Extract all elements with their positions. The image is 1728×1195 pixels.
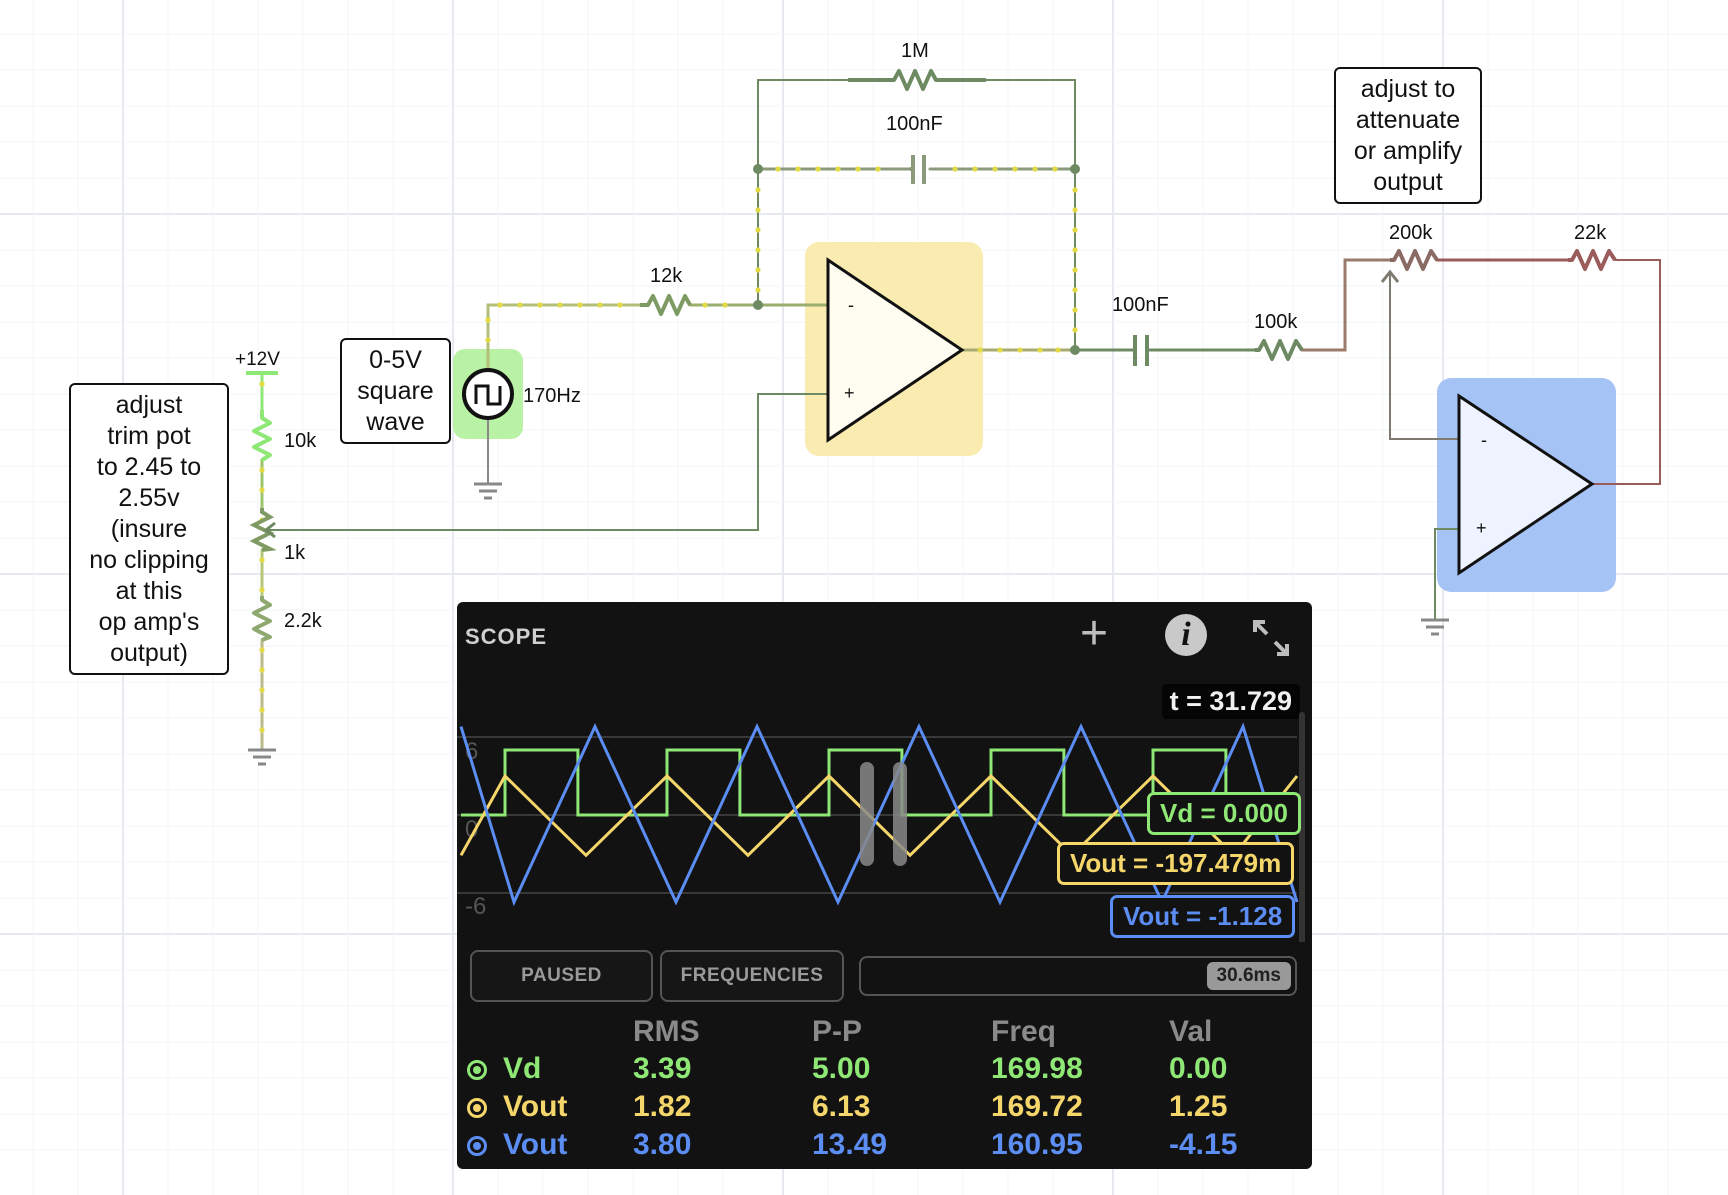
capacitor-coupling: [1133, 335, 1149, 366]
axis-mid-label: 0: [465, 816, 478, 843]
cursor-handle-right[interactable]: [893, 762, 907, 866]
opamp2-plus-label: +: [1476, 518, 1487, 538]
vout-blue-value-label: Vout = -1.128: [1110, 895, 1296, 938]
paused-button[interactable]: PAUSED: [470, 950, 653, 1002]
resistor-100k: [1255, 339, 1304, 361]
row-vout-yellow-name: Vout: [503, 1090, 568, 1123]
scope-panel[interactable]: SCOPE + i t = 31.729 6 0 -6 Vd = 0.000 V…: [457, 602, 1312, 1169]
c-feedback-label: 100nF: [886, 113, 943, 135]
resistor-200k-pot: [1390, 249, 1439, 271]
vout-yellow-value-label: Vout = -197.479m: [1057, 842, 1295, 885]
header-val: Val: [1169, 1015, 1213, 1048]
r-top-label: 10k: [284, 430, 317, 452]
header-rms: RMS: [633, 1015, 700, 1048]
potentiometer-1k[interactable]: [249, 508, 280, 552]
scope-title: SCOPE: [465, 624, 548, 649]
row-vout-blue-pp: 13.49: [812, 1128, 888, 1161]
resistors[interactable]: [252, 69, 1617, 642]
opamp-2[interactable]: [1457, 393, 1595, 576]
opamp2-minus-label: -: [1481, 430, 1487, 450]
opamp1-minus-label: -: [848, 295, 854, 315]
trace-vd: [461, 748, 1228, 817]
row-vd-val: 0.00: [1169, 1052, 1228, 1085]
capacitor-feedback: [910, 155, 926, 184]
header-freq: Freq: [991, 1015, 1057, 1048]
timescale-slider[interactable]: 30.6ms: [859, 956, 1297, 996]
opamp-1[interactable]: [826, 257, 965, 443]
r-gain-label: 22k: [1574, 222, 1607, 244]
scope-plot[interactable]: 6 0 -6: [457, 712, 1312, 942]
row-vd-rms: 3.39: [633, 1052, 692, 1085]
square-wave-source[interactable]: [462, 368, 514, 420]
supply-label: +12V: [235, 349, 280, 370]
current-dots: [259, 166, 1078, 733]
nodes: [753, 164, 1080, 355]
resistor-12k: [640, 294, 692, 316]
resistor-22k: [1568, 249, 1617, 271]
opamp1-plus-label: +: [844, 383, 855, 403]
pot-label: 1k: [284, 542, 306, 564]
note-trim-pot[interactable]: adjust trim pot to 2.45 to 2.55v (insure…: [69, 383, 229, 675]
add-trace-button[interactable]: +: [1080, 607, 1109, 660]
vd-value-label: Vd = 0.000: [1147, 792, 1301, 835]
axis-bottom-label: -6: [465, 893, 486, 920]
row-vout-yellow-freq: 169.72: [991, 1090, 1083, 1123]
r-input-label: 12k: [650, 265, 683, 287]
row-vout-blue-rms: 3.80: [633, 1128, 692, 1161]
time-readout: t = 31.729: [1161, 684, 1300, 719]
expand-icon[interactable]: [1249, 616, 1293, 660]
plot-scrollbar[interactable]: [1299, 712, 1305, 942]
c-coupling-label: 100nF: [1112, 294, 1169, 316]
row-vd-pp: 5.00: [812, 1052, 871, 1085]
row-vout-yellow-rms: 1.82: [633, 1090, 692, 1123]
ground-symbols: [248, 482, 1449, 766]
radio-vd[interactable]: [467, 1060, 487, 1080]
resistor-2.2k: [252, 596, 272, 642]
radio-vout-yellow[interactable]: [467, 1098, 487, 1118]
timescale-knob[interactable]: 30.6ms: [1206, 962, 1291, 990]
resistor-10k: [252, 410, 272, 462]
row-vout-yellow-pp: 6.13: [812, 1090, 871, 1123]
cursor-handle-left[interactable]: [860, 762, 874, 866]
r-coupling-label: 100k: [1254, 311, 1298, 333]
row-vout-blue-name: Vout: [503, 1128, 568, 1161]
row-vout-blue-val: -4.15: [1169, 1128, 1238, 1161]
resistor-1m: [848, 69, 986, 91]
note-attenuate[interactable]: adjust to attenuate or amplify output: [1334, 67, 1482, 204]
row-vout-blue-freq: 160.95: [991, 1128, 1083, 1161]
pot-wiper-arrow[interactable]: [1380, 269, 1400, 283]
r-feedback-label: 1M: [901, 40, 929, 62]
row-vout-yellow-val: 1.25: [1169, 1090, 1228, 1123]
r-bottom-label: 2.2k: [284, 610, 322, 632]
header-pp: P-P: [812, 1015, 863, 1048]
row-vd-freq: 169.98: [991, 1052, 1083, 1085]
row-vd-name: Vd: [503, 1052, 542, 1085]
source-freq-label: 170Hz: [523, 385, 581, 407]
capacitors[interactable]: [910, 155, 1149, 366]
pot-gain-label: 200k: [1389, 222, 1433, 244]
info-icon[interactable]: i: [1165, 614, 1207, 656]
axis-top-label: 6: [465, 738, 478, 765]
radio-vout-blue[interactable]: [467, 1136, 487, 1156]
frequencies-button[interactable]: FREQUENCIES: [660, 950, 844, 1002]
note-square-wave[interactable]: 0-5V square wave: [340, 338, 451, 444]
